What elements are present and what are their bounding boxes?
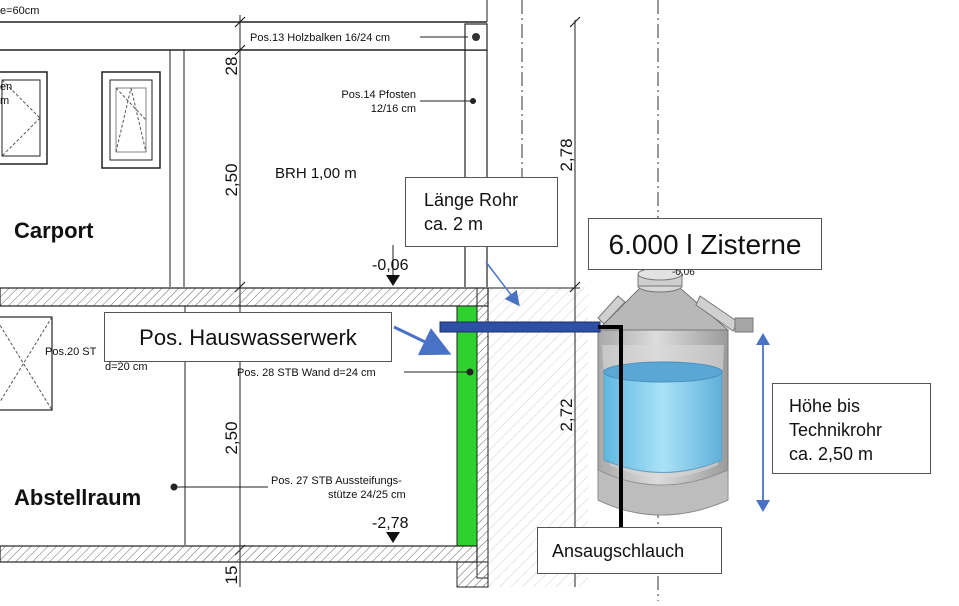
arrow-pipe-length	[485, 261, 520, 307]
arrow-hauswasserwerk	[393, 325, 452, 356]
label-pos27: Pos. 27 STB Aussteifungs-	[271, 475, 402, 487]
suction-hose	[598, 325, 623, 527]
label-brh: BRH 1,00 m	[275, 165, 357, 182]
callout-height-line2: Technikrohr	[789, 420, 883, 440]
label-top-partial: e=60cm	[0, 5, 39, 17]
window-left	[0, 71, 48, 165]
label-pos20-d: d=20 cm	[105, 361, 148, 373]
beam-section-dot	[472, 33, 480, 41]
window-label-partial: en	[0, 81, 12, 93]
room-carport: Carport	[14, 218, 94, 243]
dim-250-upper: 2,50	[222, 163, 241, 196]
callout-height-line3: ca. 2,50 m	[789, 444, 874, 464]
leader-dot	[470, 98, 476, 104]
dim-250-lower: 2,50	[222, 421, 241, 454]
dim-278: 2,78	[557, 138, 576, 171]
leader-dot	[170, 483, 178, 491]
level-upper: -0,06	[372, 257, 409, 274]
leader-dot	[466, 368, 474, 376]
callout-pipe-length-line2: ca. 2 m	[424, 214, 484, 234]
cistern-tank	[596, 267, 754, 516]
callout-hauswasserwerk: Pos. Hauswasserwerk	[104, 312, 392, 362]
callout-height-line1: Höhe bis	[789, 396, 861, 416]
height-arrow-bottom	[756, 500, 770, 512]
label-pos14-size: 12/16 cm	[371, 103, 416, 115]
height-arrow-top	[756, 333, 770, 345]
level-marker	[386, 532, 400, 543]
slab-lower	[0, 545, 478, 563]
callout-ansaug: Ansaugschlauch	[537, 527, 722, 574]
label-pos27-size: stütze 24/25 cm	[328, 489, 406, 501]
foundation-hatch	[456, 561, 489, 588]
window-right	[101, 71, 161, 169]
callout-zisterne: 6.000 l Zisterne	[588, 218, 822, 270]
callout-pipe-length-line1: Länge Rohr	[424, 190, 519, 210]
room-abstellraum: Abstellraum	[14, 485, 141, 510]
label-pos28: Pos. 28 STB Wand d=24 cm	[237, 367, 376, 379]
dim-15: 15	[222, 566, 241, 585]
callout-hauswasserwerk-text: Pos. Hauswasserwerk	[139, 325, 357, 350]
callout-ansaug-text: Ansaugschlauch	[552, 541, 685, 561]
callout-zisterne-text: 6.000 l Zisterne	[608, 229, 802, 260]
label-pos13: Pos.13 Holzbalken 16/24 cm	[250, 32, 390, 44]
pipe	[439, 321, 601, 333]
label-pos14: Pos.14 Pfosten	[341, 89, 416, 101]
window-lower-left	[0, 316, 53, 411]
label-pos20: Pos.20 ST	[45, 346, 97, 358]
wall-pos28	[456, 305, 478, 547]
callout-pipe-length: Länge Rohr ca. 2 m	[405, 177, 558, 247]
level-tank: -0,06	[672, 267, 695, 278]
slab-upper	[0, 287, 489, 307]
level-marker	[386, 275, 400, 286]
dim-272: 2,72	[557, 398, 576, 431]
window-label-partial: m	[0, 95, 9, 107]
callout-height: Höhe bis Technikrohr ca. 2,50 m	[772, 383, 931, 474]
dim-28: 28	[222, 57, 241, 76]
level-lower: -2,78	[372, 515, 409, 532]
